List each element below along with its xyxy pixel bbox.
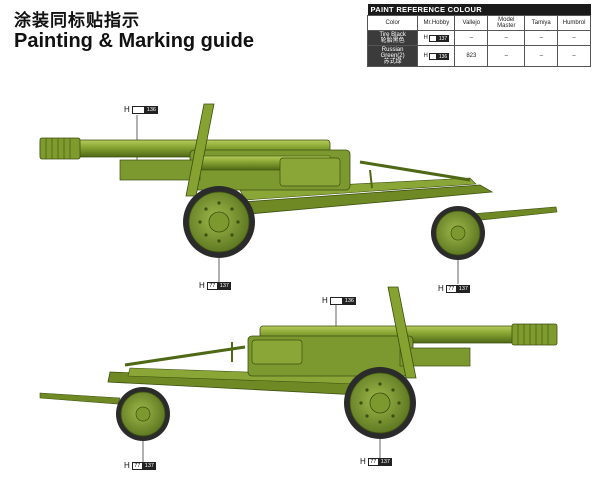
humbrol-cell: – <box>557 45 591 67</box>
paint-reference-table: PAINT REFERENCE COLOUR Color Mr.Hobby Va… <box>366 4 591 67</box>
empty-code-box <box>428 52 437 60</box>
callout-top-front-wheel: H 77 137 <box>438 284 470 293</box>
mrhobby-code: 136 <box>436 52 450 60</box>
main-wheel <box>344 367 416 439</box>
model-master-cell: – <box>487 45 526 67</box>
top-howitzer <box>39 103 558 284</box>
callout-bottom-front-wheel: H 77 137 <box>124 461 156 470</box>
trail-spade-arm <box>469 206 558 222</box>
callout-prefix: H <box>199 281 205 290</box>
color-name-en: Russian Green(2) <box>380 47 405 59</box>
empty-code-box <box>329 296 343 305</box>
paint-code-a: 77 <box>445 284 457 293</box>
paint-table-title: PAINT REFERENCE COLOUR <box>367 4 591 16</box>
color-name-cn: 苏式绿 <box>383 59 402 65</box>
paint-code-a: 77 <box>131 461 143 470</box>
page-title: Painting & Marking guide <box>14 30 255 52</box>
col-header-color: Color <box>366 15 419 31</box>
muzzle-brake <box>511 323 558 346</box>
callout-prefix: H <box>360 457 366 466</box>
color-name-cell: Russian Green(2) 苏式绿 <box>366 45 419 67</box>
callout-bottom-main-wheel: H 77 137 <box>360 457 392 466</box>
mrhobby-code: 137 <box>436 34 450 42</box>
front-wheel <box>431 206 485 260</box>
page-title-cn: 涂装同标贴指示 <box>14 11 140 31</box>
color-name-en: Tire Black <box>379 32 406 38</box>
callout-top-body: H 136 <box>124 105 158 114</box>
paint-code: 137 <box>217 281 231 290</box>
callout-bottom-body: H 136 <box>322 296 356 305</box>
paint-code: 137 <box>142 461 156 470</box>
paint-code: 137 <box>456 284 470 293</box>
color-name-cell: Tire Black 轮胎黑色 <box>366 30 419 46</box>
paint-code-a: 77 <box>367 457 379 466</box>
trail-spade-arm <box>39 392 121 405</box>
callout-prefix: H <box>124 461 130 470</box>
callout-top-main-wheel: H 77 137 <box>199 281 231 290</box>
callout-prefix: H <box>322 296 328 305</box>
bottom-howitzer <box>39 286 558 462</box>
main-wheel <box>183 186 255 258</box>
mrhobby-cell: H 136 <box>417 45 456 67</box>
empty-code-box <box>131 105 145 114</box>
paint-code-a: 77 <box>206 281 218 290</box>
front-wheel <box>116 387 170 441</box>
mrhobby-prefix: H <box>423 53 428 59</box>
shield-post <box>387 286 417 379</box>
callout-prefix: H <box>124 105 130 114</box>
callout-prefix: H <box>438 284 444 293</box>
paint-code: 136 <box>342 296 356 305</box>
empty-code-box <box>428 34 437 42</box>
paint-code: 136 <box>144 105 158 114</box>
mrhobby-prefix: H <box>423 35 428 41</box>
color-name-cn: 轮胎黑色 <box>380 38 405 44</box>
paint-code: 137 <box>378 457 392 466</box>
